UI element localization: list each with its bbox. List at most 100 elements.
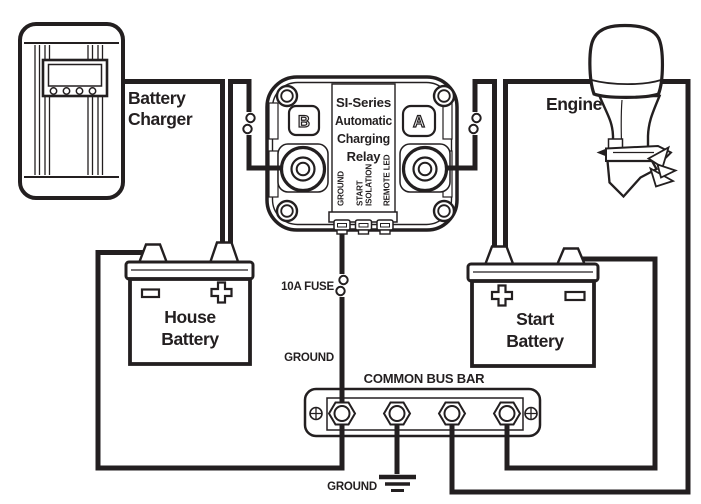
acr-pin-remote-led-label: REMOTE LED xyxy=(383,154,392,206)
house-battery-negative-post xyxy=(137,243,169,265)
acr-flange xyxy=(442,102,453,140)
charger-button xyxy=(88,87,97,95)
spade-tab xyxy=(379,229,391,235)
screw-ring xyxy=(280,204,294,218)
phillips-cross xyxy=(310,408,322,419)
bus-bar-inner-plate xyxy=(326,397,524,431)
engine: Engine xyxy=(546,23,678,199)
battery-charger-label-line2: Charger xyxy=(128,109,193,129)
acr-terminal-b-label: B xyxy=(298,113,310,131)
wire-charger-to-house-positive xyxy=(122,79,225,246)
fuse-loop xyxy=(245,112,256,124)
start-battery-positive-post xyxy=(483,245,516,267)
propeller-blade xyxy=(646,145,670,169)
negative-terminal-icon xyxy=(564,290,586,302)
screw-icon xyxy=(432,84,456,108)
acr-title-line2: Automatic xyxy=(335,113,392,128)
house-battery-label-line1: House xyxy=(164,307,216,327)
screw-ring xyxy=(437,89,451,103)
terminal-stud xyxy=(388,405,406,422)
bus-bar-body xyxy=(303,387,542,438)
phillips-cross xyxy=(525,408,537,419)
bus-bar-terminals xyxy=(327,401,522,426)
wire-fuse-to-start-positive xyxy=(472,79,497,248)
bus-bar: COMMON BUS BAR xyxy=(303,371,542,438)
fuse-label: 10A FUSE xyxy=(281,281,334,293)
charger-cap-lines xyxy=(24,42,119,178)
spade-tab xyxy=(357,229,370,235)
terminal-stud xyxy=(333,405,351,422)
spade-slot xyxy=(337,223,347,228)
wires: 10A FUSE GROUND GROUND xyxy=(95,79,691,495)
acr-stud-a xyxy=(401,145,449,193)
earth-ground-label: GROUND xyxy=(327,481,377,493)
engine-cowl xyxy=(588,23,665,99)
earth-ground-icon xyxy=(379,474,416,492)
stud-ring xyxy=(295,161,311,177)
battery-charger: Battery Charger xyxy=(18,22,193,200)
fuse-icon xyxy=(468,112,482,135)
acr-stud-b xyxy=(279,145,327,193)
start-battery-label-line1: Start xyxy=(516,309,554,329)
fuse-icon-10a xyxy=(335,274,349,297)
acr-spade-terminals xyxy=(333,219,394,235)
house-battery: House Battery xyxy=(124,241,255,366)
acr-terminal-a-plate xyxy=(401,104,437,138)
propeller-cone xyxy=(656,163,678,179)
wire-start-negative-to-bus xyxy=(504,256,658,471)
spade-terminal xyxy=(333,219,351,231)
screw-icon xyxy=(275,84,299,108)
acr-flange xyxy=(268,150,279,198)
house-battery-positive-post xyxy=(208,241,241,265)
positive-terminal-icon xyxy=(210,281,233,304)
acr-corner-screws xyxy=(275,84,456,223)
charger-display xyxy=(41,58,109,98)
acr-pin-start-isolation-label-line1: START xyxy=(356,180,365,206)
acr-title-line3: Charging xyxy=(337,131,390,146)
screw-icon xyxy=(432,199,456,223)
wire-house-negative-to-bus xyxy=(95,250,345,471)
charger-display-screen xyxy=(47,63,103,87)
engine-gearcase xyxy=(606,159,659,199)
acr-label-band xyxy=(331,83,396,214)
screw-ring xyxy=(437,204,451,218)
engine-cowl-seam xyxy=(591,79,662,85)
spade-slot xyxy=(380,223,390,228)
acr-title-line1: SI-Series xyxy=(336,95,391,110)
spade-slot xyxy=(358,223,369,228)
acr-pin-ground-label: GROUND xyxy=(337,171,346,206)
acr-ground-wire-label: GROUND xyxy=(284,352,334,364)
start-battery: Start Battery xyxy=(466,245,600,368)
spade-terminal xyxy=(376,219,394,231)
fuse-icon xyxy=(242,112,256,135)
charger-button xyxy=(75,87,84,95)
terminal-stud xyxy=(443,405,461,422)
acr-pin-start-isolation-label-line2: ISOLATION xyxy=(365,164,374,206)
acr-terminal-a-label: A xyxy=(413,113,425,131)
fuse-loop xyxy=(471,112,482,124)
engine-label: Engine xyxy=(546,94,603,114)
screw-icon xyxy=(275,199,299,223)
battery-charger-label-line1: Battery xyxy=(128,88,186,108)
charger-button xyxy=(49,87,58,95)
bus-bar-mount-screw xyxy=(309,406,323,421)
wire-start-positive-to-engine-to-bus xyxy=(449,79,691,495)
negative-terminal-icon xyxy=(140,288,161,299)
charger-ridges xyxy=(34,45,104,175)
spade-tab xyxy=(336,229,348,235)
acr-title-line4: Relay xyxy=(347,149,382,164)
fuse-loop xyxy=(468,123,479,135)
spade-terminal xyxy=(354,219,373,231)
charger-button xyxy=(62,87,71,95)
positive-terminal-icon xyxy=(490,284,514,307)
bus-bar-label: COMMON BUS BAR xyxy=(364,371,486,386)
fuse-loop xyxy=(335,285,346,297)
screw-ring xyxy=(280,89,294,103)
terminal-stud xyxy=(498,405,516,422)
fuse-loop xyxy=(242,123,253,135)
wire-house-positive-to-fuse xyxy=(228,79,252,246)
acr-terminal-b-plate xyxy=(287,104,321,137)
start-battery-label-line2: Battery xyxy=(506,331,564,351)
fuse-loop xyxy=(338,274,349,286)
